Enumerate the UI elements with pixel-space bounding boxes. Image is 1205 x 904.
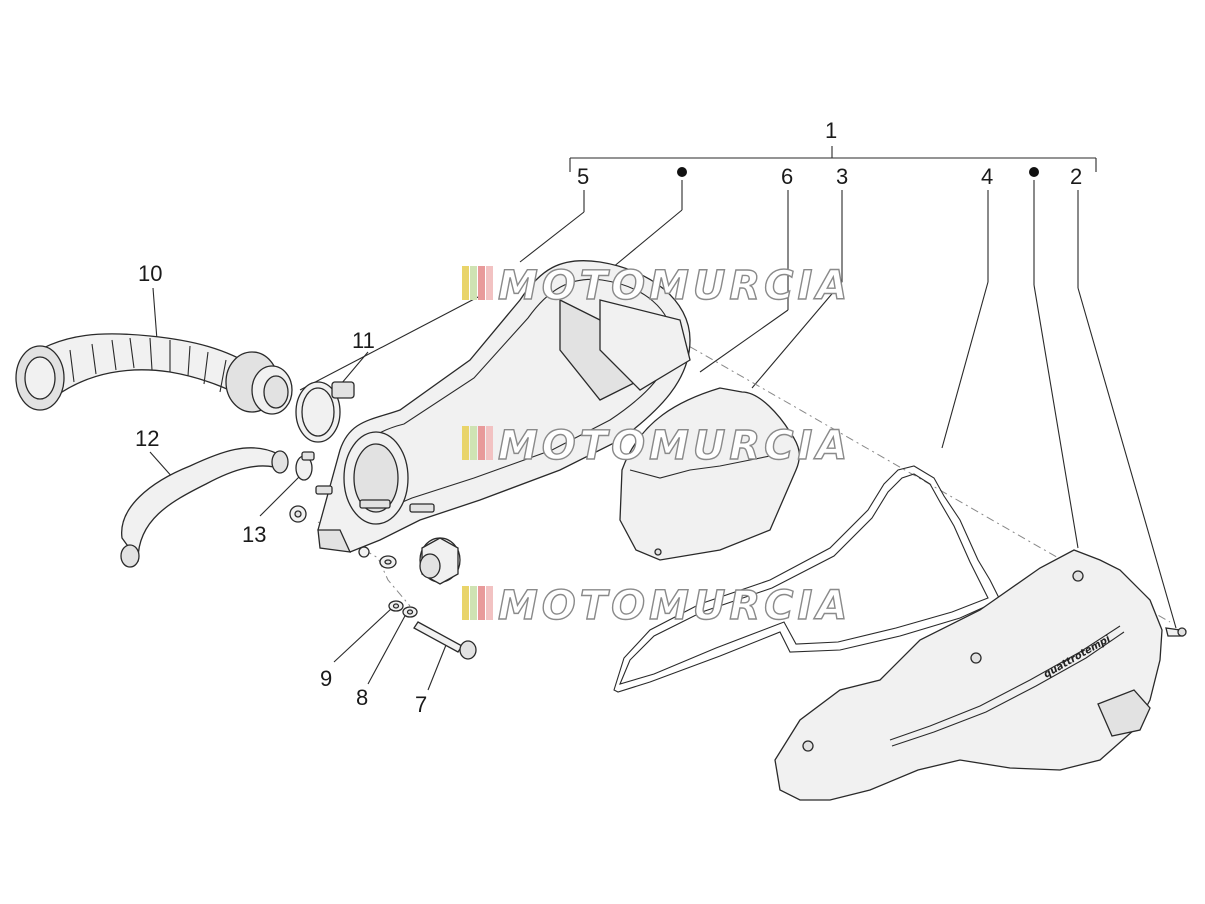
leader-lines xyxy=(149,180,1177,691)
wm-stripe xyxy=(470,426,477,460)
wm-stripe xyxy=(470,266,477,300)
bullet-marker xyxy=(1029,167,1039,177)
callout-3: 3 xyxy=(836,164,848,189)
wm-stripe xyxy=(478,426,485,460)
screw-7 xyxy=(413,621,477,660)
alignment-line xyxy=(317,521,411,607)
wm-stripe xyxy=(478,266,485,300)
cover-screw xyxy=(1165,627,1187,637)
callout-5: 5 xyxy=(577,164,589,189)
watermark-text: MOTOMURCIA xyxy=(498,583,851,629)
watermark-bottom: MOTOMURCIA xyxy=(462,582,851,630)
small-clamp xyxy=(295,451,315,481)
grommet xyxy=(289,505,307,523)
callout-8: 8 xyxy=(356,685,368,710)
filter-cylinder xyxy=(419,537,461,585)
washer-9 xyxy=(388,600,404,612)
wm-stripe xyxy=(470,586,477,620)
filter-sponge xyxy=(619,387,801,561)
washer xyxy=(379,555,397,569)
wm-stripe xyxy=(478,586,485,620)
wm-stripe xyxy=(486,266,493,300)
callout-11: 11 xyxy=(352,328,375,353)
intake-duct xyxy=(15,333,293,415)
callout-4: 4 xyxy=(981,164,993,189)
wm-stripe xyxy=(486,426,493,460)
callout-1: 1 xyxy=(825,118,837,143)
watermark-top: MOTOMURCIA xyxy=(462,262,851,310)
wm-stripe xyxy=(462,426,469,460)
wm-stripe xyxy=(462,586,469,620)
watermark-text: MOTOMURCIA xyxy=(498,423,851,469)
wm-stripe xyxy=(486,586,493,620)
callout-2: 2 xyxy=(1070,164,1082,189)
air-box-body xyxy=(315,260,691,558)
callout-13: 13 xyxy=(242,522,266,547)
breather-hose xyxy=(120,447,289,568)
washer-8 xyxy=(402,606,418,618)
watermark-middle: MOTOMURCIA xyxy=(462,422,851,470)
wm-stripe xyxy=(462,266,469,300)
callout-9: 9 xyxy=(320,666,332,691)
assembly-bracket xyxy=(569,146,1097,172)
watermark-text: MOTOMURCIA xyxy=(498,263,851,309)
bullet-marker xyxy=(677,167,687,177)
hose-clamp xyxy=(295,381,355,443)
callout-7: 7 xyxy=(415,692,427,717)
callout-10: 10 xyxy=(138,261,162,286)
gasket xyxy=(613,465,1001,693)
filter-cover: quattrotempi xyxy=(774,549,1163,801)
callouts: 1 5 6 3 4 2 10 11 12 13 9 8 7 xyxy=(135,118,1082,717)
callout-12: 12 xyxy=(135,426,159,451)
callout-6: 6 xyxy=(781,164,793,189)
